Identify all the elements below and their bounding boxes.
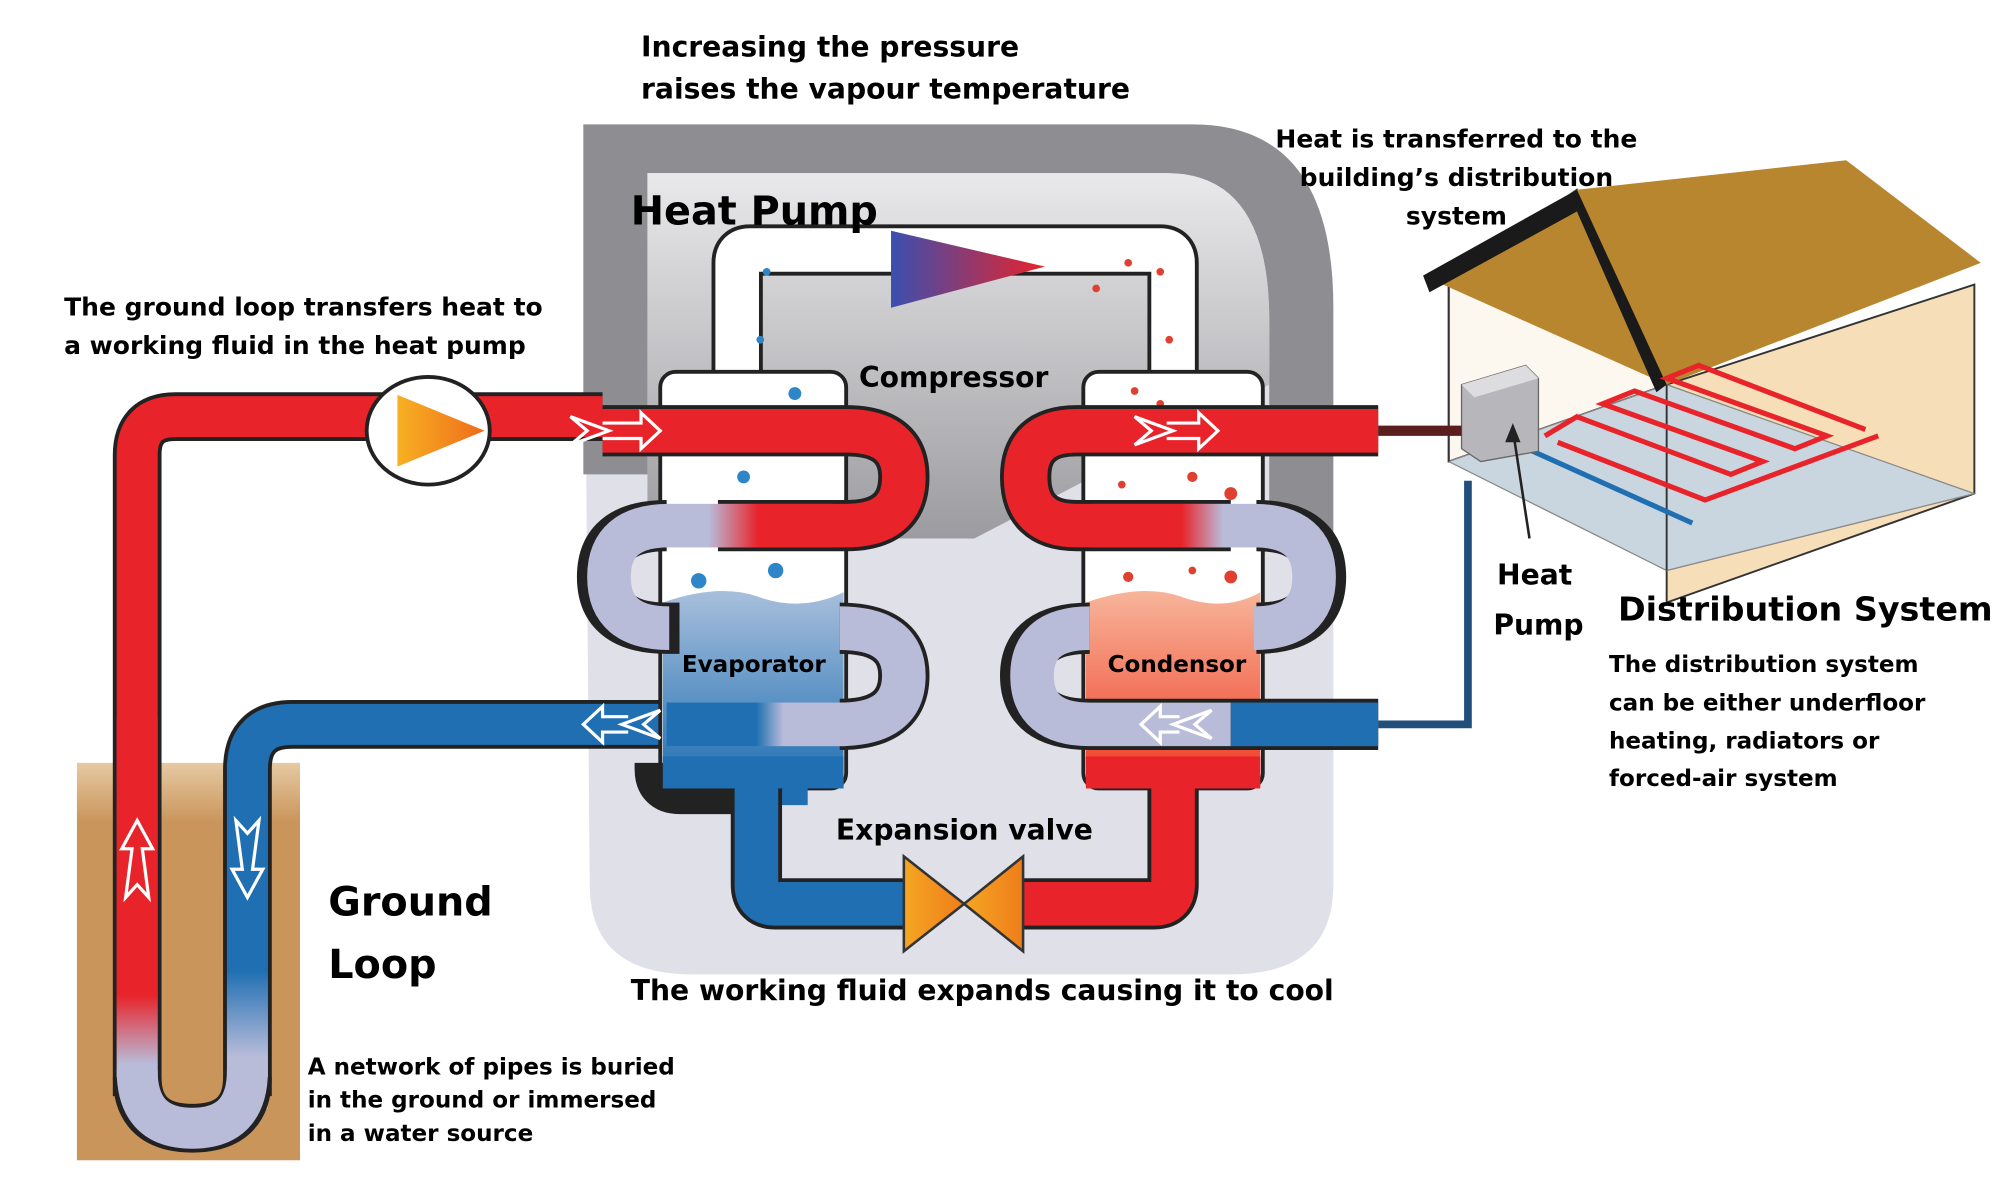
annotation-line: can be either underfloor — [1609, 690, 1926, 716]
distribution-system-label: Distribution System — [1618, 590, 1993, 629]
annotation-line: The distribution system — [1609, 652, 1919, 678]
evaporator-label: Evaporator — [682, 652, 827, 678]
pointer-arrowhead-icon — [1505, 423, 1521, 443]
annotation-line: A network of pipes is buried — [308, 1054, 675, 1080]
annotation-line: in the ground or immersed — [308, 1088, 657, 1114]
annotation-line: forced-air system — [1609, 766, 1838, 792]
flow-arrow-right-icon — [569, 409, 663, 453]
flow-arrow-left-icon — [580, 702, 662, 746]
heat-pump-title: Heat Pump — [631, 188, 878, 234]
heat-transfer-annotation: Heat is transferred to the building’s di… — [1275, 124, 1637, 230]
label-line: Heat — [1497, 559, 1572, 592]
house-heat-pump-label: Heat Pump — [1493, 559, 1583, 642]
house-illustration — [1423, 160, 1981, 604]
pointer-line — [1511, 429, 1531, 539]
evaporator-bubbles — [691, 267, 802, 589]
condensor-coil — [999, 405, 1379, 751]
ground-network-annotation: A network of pipes is buried in the grou… — [308, 1054, 675, 1147]
annotation-line: system — [1406, 201, 1507, 230]
return-line — [1378, 480, 1472, 729]
compressor-arrow-icon — [891, 230, 1045, 308]
up-arrow-icon — [119, 817, 156, 903]
compressor-label: Compressor — [859, 361, 1049, 394]
underfloor-heating-coil — [1543, 362, 1880, 503]
annotation-line: The ground loop transfers heat to — [64, 292, 543, 321]
label-line: Ground — [328, 879, 493, 925]
ground-loop-pipes — [112, 392, 667, 1153]
evaporator-coil — [576, 405, 930, 750]
distribution-annotation: The distribution system can be either un… — [1609, 652, 1926, 792]
ground-loop-label: Ground Loop — [328, 879, 493, 988]
pump-arrow-icon — [397, 394, 485, 467]
label-line: Pump — [1493, 609, 1583, 642]
annotation-line: building’s distribution — [1300, 163, 1613, 192]
annotation-line: a working fluid in the heat pump — [64, 331, 526, 360]
down-arrow-icon — [229, 815, 266, 901]
flow-arrow-right-icon — [1133, 409, 1221, 453]
annotation-line: Increasing the pressure — [641, 30, 1019, 63]
condensor-label: Condensor — [1108, 652, 1247, 678]
annotation-line: heating, radiators or — [1609, 729, 1880, 755]
circulation-pump — [364, 375, 492, 487]
flow-arrow-left-icon — [1138, 702, 1213, 746]
expansion-cool-annotation: The working fluid expands causing it to … — [631, 974, 1334, 1007]
expansion-valve-icon — [902, 853, 1025, 954]
annotation-line: in a water source — [308, 1121, 534, 1147]
label-line: Loop — [328, 942, 436, 988]
ground-loop-transfer-annotation: The ground loop transfers heat to a work… — [64, 292, 543, 359]
expansion-valve-label: Expansion valve — [836, 814, 1093, 847]
expansion-loop — [634, 756, 1261, 930]
pressure-annotation: Increasing the pressure raises the vapou… — [641, 30, 1130, 105]
annotation-line: raises the vapour temperature — [641, 73, 1130, 106]
annotation-line: Heat is transferred to the — [1275, 124, 1637, 153]
